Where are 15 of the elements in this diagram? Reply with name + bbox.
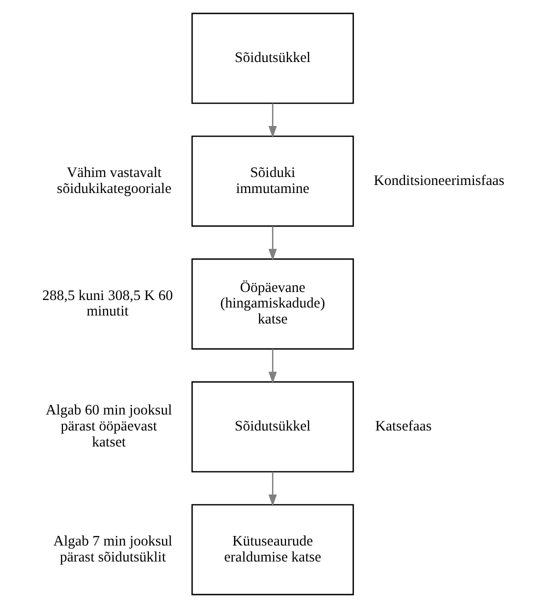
arrow: [268, 472, 277, 506]
node-box: Sõidutsükkel: [191, 381, 354, 472]
node-label: Vähim vastavalt sõidukikategooriale: [56, 164, 172, 197]
node-box: Kütuseaurude eraldumise katse: [191, 504, 354, 596]
node-box: Sõiduki immutamine: [191, 136, 354, 227]
arrow: [268, 103, 277, 138]
node-label: Algab 7 min jooksul pärast sõidutsüklit: [53, 533, 172, 566]
node-label: Algab 60 min jooksul pärast ööpäevast katset: [46, 402, 172, 450]
node-label: 288,5 kuni 308,5 K 60 minutit: [42, 288, 173, 320]
arrow: [268, 349, 277, 384]
node-box: Ööpäevane (hingamiskadude) katse: [191, 258, 354, 350]
arrow: [268, 226, 277, 261]
label: Konditsioneerimisfaas: [374, 172, 504, 189]
label: Katsefaas: [375, 418, 432, 435]
node-box: Sõidutsükkel: [191, 12, 354, 104]
